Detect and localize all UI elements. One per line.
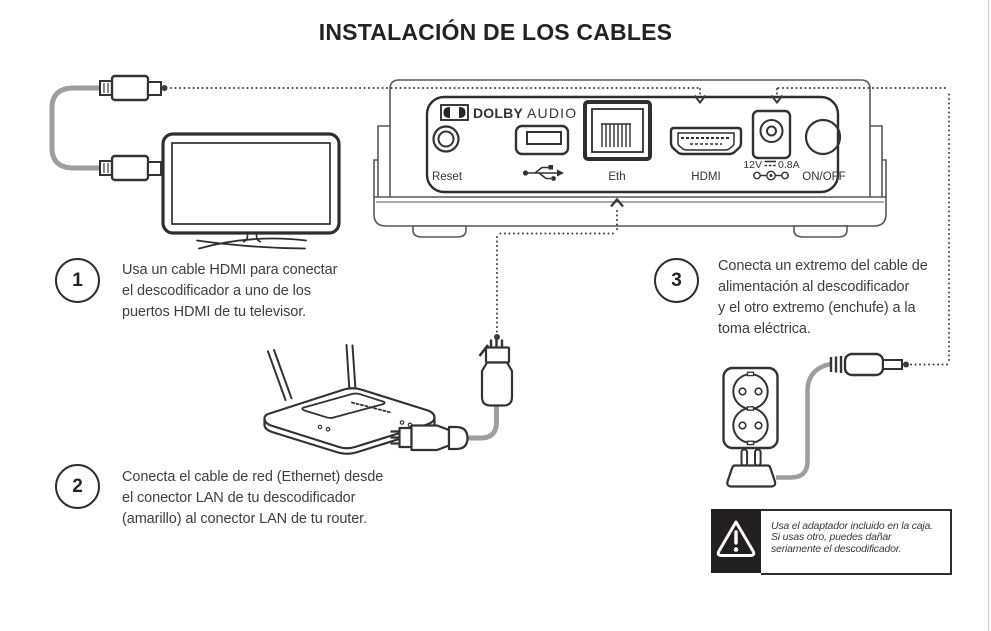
step-2-text: Conecta el cable de red (Ethernet) desde… xyxy=(122,467,383,530)
ethernet-connection-line xyxy=(494,197,624,340)
step-1-number: 1 xyxy=(55,258,100,303)
step-text-line: (amarillo) al conector LAN de tu router. xyxy=(122,511,368,527)
step-text-line: el descodificador a uno de los xyxy=(122,283,311,299)
step-text-line: el conector LAN de tu descodificador xyxy=(122,490,356,506)
power-port: 12V 0.8A xyxy=(743,109,800,181)
arrow-up-icon xyxy=(610,197,624,208)
warning-text: Usa el adaptador incluido en la caja. Si… xyxy=(761,509,952,575)
page-title: INSTALACIÓN DE LOS CABLES xyxy=(318,19,673,45)
power-adapter-illustration xyxy=(726,361,832,488)
step-number-text: 1 xyxy=(72,269,83,291)
polarity-icon xyxy=(753,170,789,181)
hdmi-port: HDMI xyxy=(669,126,743,183)
step-3-number: 3 xyxy=(654,258,699,303)
brand-audio: AUDIO xyxy=(527,105,577,121)
step-2-number: 2 xyxy=(55,464,100,509)
step-text-line: y el otro extremo (enchufe) a la xyxy=(718,300,916,316)
arrow-down-icon xyxy=(770,94,784,105)
warning-text-line: seriamente el descodificador. xyxy=(771,542,902,555)
set-top-box-illustration: DOLBY AUDIO Reset xyxy=(373,79,887,238)
warning-icon xyxy=(716,520,756,557)
ethernet-port: Eth xyxy=(583,100,652,183)
dc-symbol-icon xyxy=(764,160,776,167)
power-label-voltage: 12V xyxy=(743,159,762,171)
step-number-text: 3 xyxy=(671,269,682,291)
power-outlet-illustration xyxy=(722,366,779,450)
power-connection-line xyxy=(770,87,950,368)
step-3-text: Conecta un extremo del cable de alimenta… xyxy=(718,256,928,340)
ethernet-cable-illustration xyxy=(390,339,514,452)
tv-illustration xyxy=(161,132,341,250)
usb-icon xyxy=(522,165,564,181)
step-text-line: toma eléctrica. xyxy=(718,321,811,337)
step-text-line: Conecta un extremo del cable de xyxy=(718,258,928,274)
warning-text-line: Si usas otro, puedes dañar xyxy=(771,531,892,544)
dc-connector-illustration xyxy=(829,352,903,377)
usb-port xyxy=(514,124,570,181)
hdmi-cable-illustration xyxy=(49,74,162,182)
step-number-text: 2 xyxy=(72,475,83,497)
hdmi-connection-line xyxy=(161,85,707,105)
step-text-line: puertos HDMI de tu televisor. xyxy=(122,304,307,320)
onoff-label: ON/OFF xyxy=(802,171,845,183)
power-label-current: 0.8A xyxy=(778,159,800,171)
reset-label: Reset xyxy=(432,171,463,183)
warning-box: Usa el adaptador incluido en la caja. Si… xyxy=(711,509,952,575)
step-text-line: Usa un cable HDMI para conectar xyxy=(122,262,338,278)
step-1-text: Usa un cable HDMI para conectar el desco… xyxy=(122,260,337,323)
brand-dolby: DOLBY xyxy=(473,105,523,121)
step-text-line: alimentación al descodificador xyxy=(718,279,910,295)
arrow-down-icon xyxy=(693,94,707,105)
step-text-line: Conecta el cable de red (Ethernet) desde xyxy=(122,469,384,485)
hdmi-label: HDMI xyxy=(691,171,720,183)
on-off-button: ON/OFF xyxy=(802,118,846,183)
warning-icon-box xyxy=(711,509,761,573)
warning-text-line: Usa el adaptador incluido en la caja. xyxy=(771,520,933,532)
eth-label: Eth xyxy=(608,171,625,183)
reset-button: Reset xyxy=(432,125,463,183)
dolby-audio-logo: DOLBY AUDIO xyxy=(440,104,577,121)
